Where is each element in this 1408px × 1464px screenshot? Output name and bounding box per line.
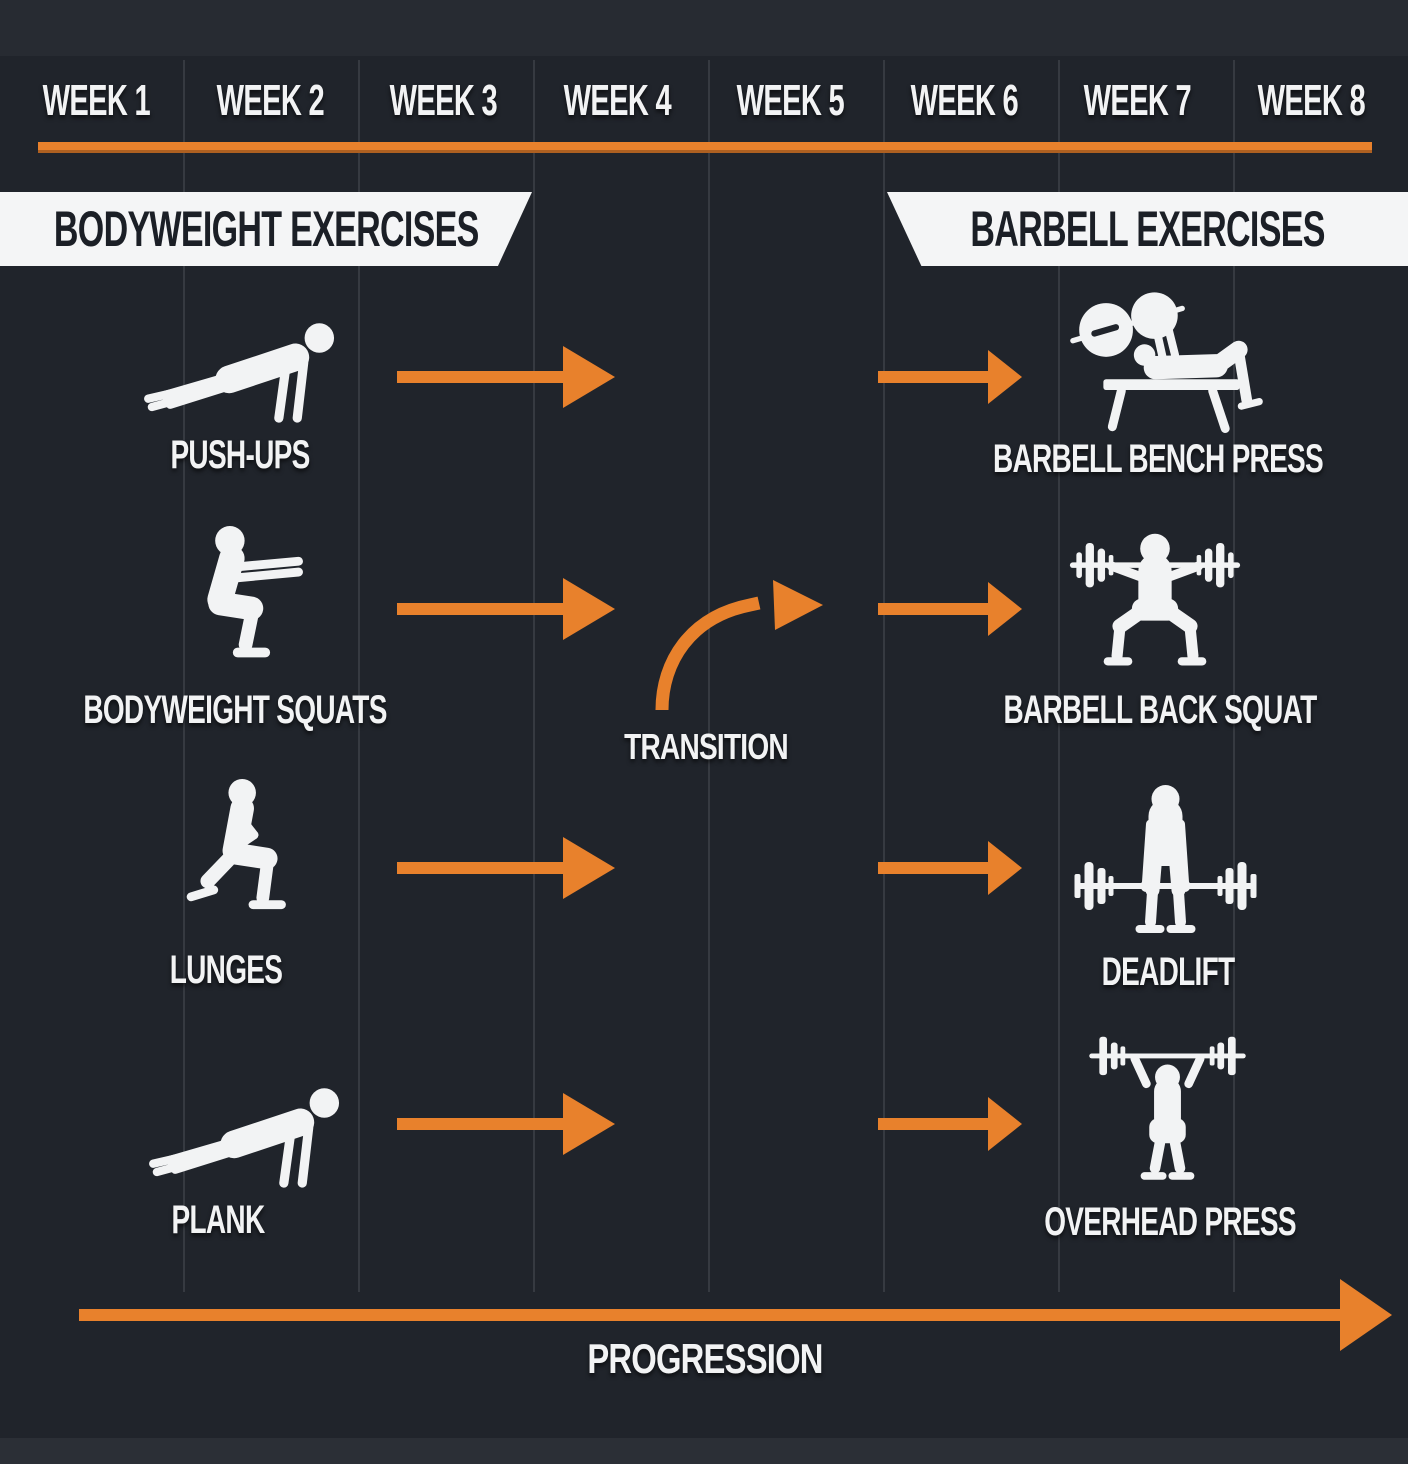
progress-arrow	[397, 573, 615, 645]
arrow-head	[563, 578, 615, 640]
arrow-head	[563, 1093, 615, 1155]
bodyweight-squat-icon	[185, 525, 315, 677]
exercise-label: LUNGES	[169, 948, 283, 992]
bodyweight-section-title: BODYWEIGHT EXERCISES	[53, 201, 479, 257]
lunge-icon	[185, 778, 320, 940]
bench-press-icon	[1055, 288, 1270, 440]
overhead-press-icon	[1085, 1030, 1250, 1198]
arrow-head	[988, 350, 1022, 404]
arrow-shaft	[397, 1118, 563, 1130]
transition-label: TRANSITION	[624, 726, 789, 767]
progression-arrow	[79, 1279, 1392, 1351]
arrow-shaft	[397, 603, 563, 615]
exercise-label: PLANK	[171, 1198, 266, 1242]
barbell-section-banner: BARBELL EXERCISES	[887, 192, 1408, 266]
arrow-shaft	[397, 371, 563, 383]
week-gridline	[358, 60, 360, 1292]
progress-arrow	[878, 832, 1022, 904]
arrow-shaft	[79, 1309, 1340, 1321]
timeline-bar	[38, 142, 1372, 153]
week-label-6: WEEK 6	[910, 76, 1019, 125]
week-label-1: WEEK 1	[43, 76, 151, 125]
arrow-shaft	[397, 862, 563, 874]
arrow-shaft	[878, 862, 988, 874]
week-gridline	[708, 60, 710, 1292]
bottom-band	[0, 1438, 1408, 1464]
week-label-5: WEEK 5	[737, 76, 845, 125]
arrow-head	[1340, 1279, 1392, 1351]
barbell-section-title: BARBELL EXERCISES	[970, 201, 1325, 257]
progress-arrow	[878, 573, 1022, 645]
arrow-head	[563, 837, 615, 899]
arrow-shaft	[878, 371, 988, 383]
exercise-label: BODYWEIGHT SQUATS	[83, 688, 387, 732]
exercise-label: DEADLIFT	[1101, 950, 1236, 994]
progress-arrow	[878, 341, 1022, 413]
week-gridline	[883, 60, 885, 1292]
push-ups-icon	[135, 315, 350, 430]
week-label-2: WEEK 2	[216, 76, 325, 125]
arrow-shaft	[878, 1118, 988, 1130]
progress-arrow	[397, 832, 615, 904]
week-gridline	[1233, 60, 1235, 1292]
week-gridline	[1058, 60, 1060, 1292]
arrow-head	[988, 1097, 1022, 1151]
exercise-label: OVERHEAD PRESS	[1044, 1200, 1296, 1244]
progress-arrow	[878, 1088, 1022, 1160]
deadlift-icon	[1068, 782, 1263, 947]
progression-label: PROGRESSION	[587, 1335, 823, 1382]
plank-icon	[140, 1080, 355, 1195]
week-label-7: WEEK 7	[1084, 76, 1192, 125]
week-label-8: WEEK 8	[1257, 76, 1366, 125]
arrow-head	[988, 841, 1022, 895]
progress-arrow	[397, 341, 615, 413]
week-label-4: WEEK 4	[563, 76, 672, 125]
transition-curve-arrow	[645, 572, 830, 717]
week-header-row: WEEK 1 WEEK 2 WEEK 3 WEEK 4 WEEK 5 WEEK …	[10, 76, 1398, 125]
exercise-label: BARBELL BENCH PRESS	[992, 437, 1324, 481]
arrow-shaft	[878, 603, 988, 615]
week-gridline	[533, 60, 535, 1292]
back-squat-icon	[1055, 530, 1255, 678]
week-label-3: WEEK 3	[390, 76, 498, 125]
exercise-label: BARBELL BACK SQUAT	[1003, 688, 1317, 732]
top-band	[0, 0, 1408, 56]
arrow-head	[563, 346, 615, 408]
arrow-head	[988, 582, 1022, 636]
exercise-label: PUSH-UPS	[170, 433, 310, 477]
week-gridline	[183, 60, 185, 1292]
progress-arrow	[397, 1088, 615, 1160]
bodyweight-section-banner: BODYWEIGHT EXERCISES	[0, 192, 532, 266]
